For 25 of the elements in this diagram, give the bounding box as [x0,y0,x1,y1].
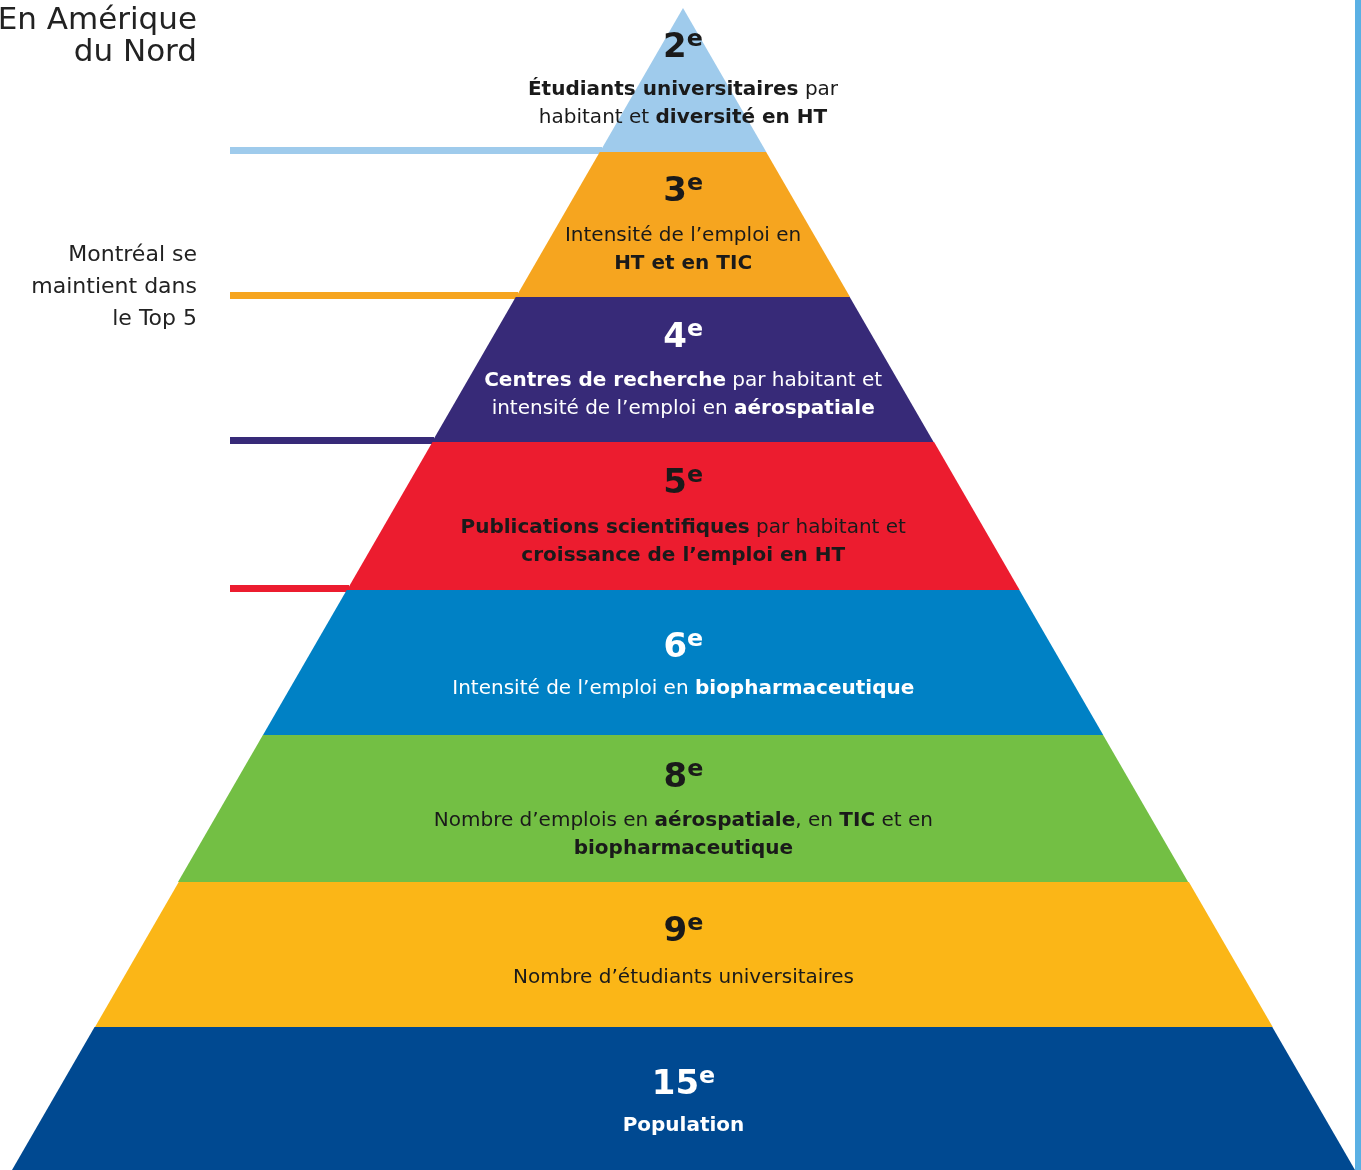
criterion-text: Population [621,1111,746,1138]
pyramid-band [94,882,1273,1027]
pyramid-band [516,152,851,297]
rank-number: 3$^{e}$ [662,172,704,206]
pyramid-band [346,442,1020,590]
rank-number: 8$^{e}$ [662,758,705,792]
criterion-text: Intensité de l’emploi en biopharmaceutique [451,674,916,701]
rank-number: 15$^{e}$ [650,1065,717,1099]
pyramid-band [263,590,1104,735]
criterion-text: Publications scientifiques par habitant et croissance de l’emploi en HT [459,513,907,568]
criterion-text: Intensité de l’emploi en HT et en TIC [563,221,803,276]
criterion-text: Nombre d’étudiants universitaires [511,963,855,990]
criterion-text: Nombre d’emplois en aérospatiale, en TIC et en biopharmaceutique [433,806,934,861]
rank-number: 5$^{e}$ [662,464,705,498]
criterion-text: Centres de recherche par habitant et intensité de l’emploi en aérospatiale [483,366,884,421]
heading: En Amérique du Nord [0,2,197,66]
pyramid-band [178,735,1189,882]
criterion-text: Étudiants universitaires par habitant et diversité en HT [526,75,840,130]
pyramid-band [12,1027,1355,1170]
pyramid-band [432,297,934,442]
rank-number: 6$^{e}$ [662,628,705,662]
rank-number: 4$^{e}$ [662,318,705,352]
rank-number: 9$^{e}$ [662,912,705,946]
note-text: Montréal se maintient dans le Top 5 [30,240,197,332]
rank-number: 2$^{e}$ [662,28,704,62]
